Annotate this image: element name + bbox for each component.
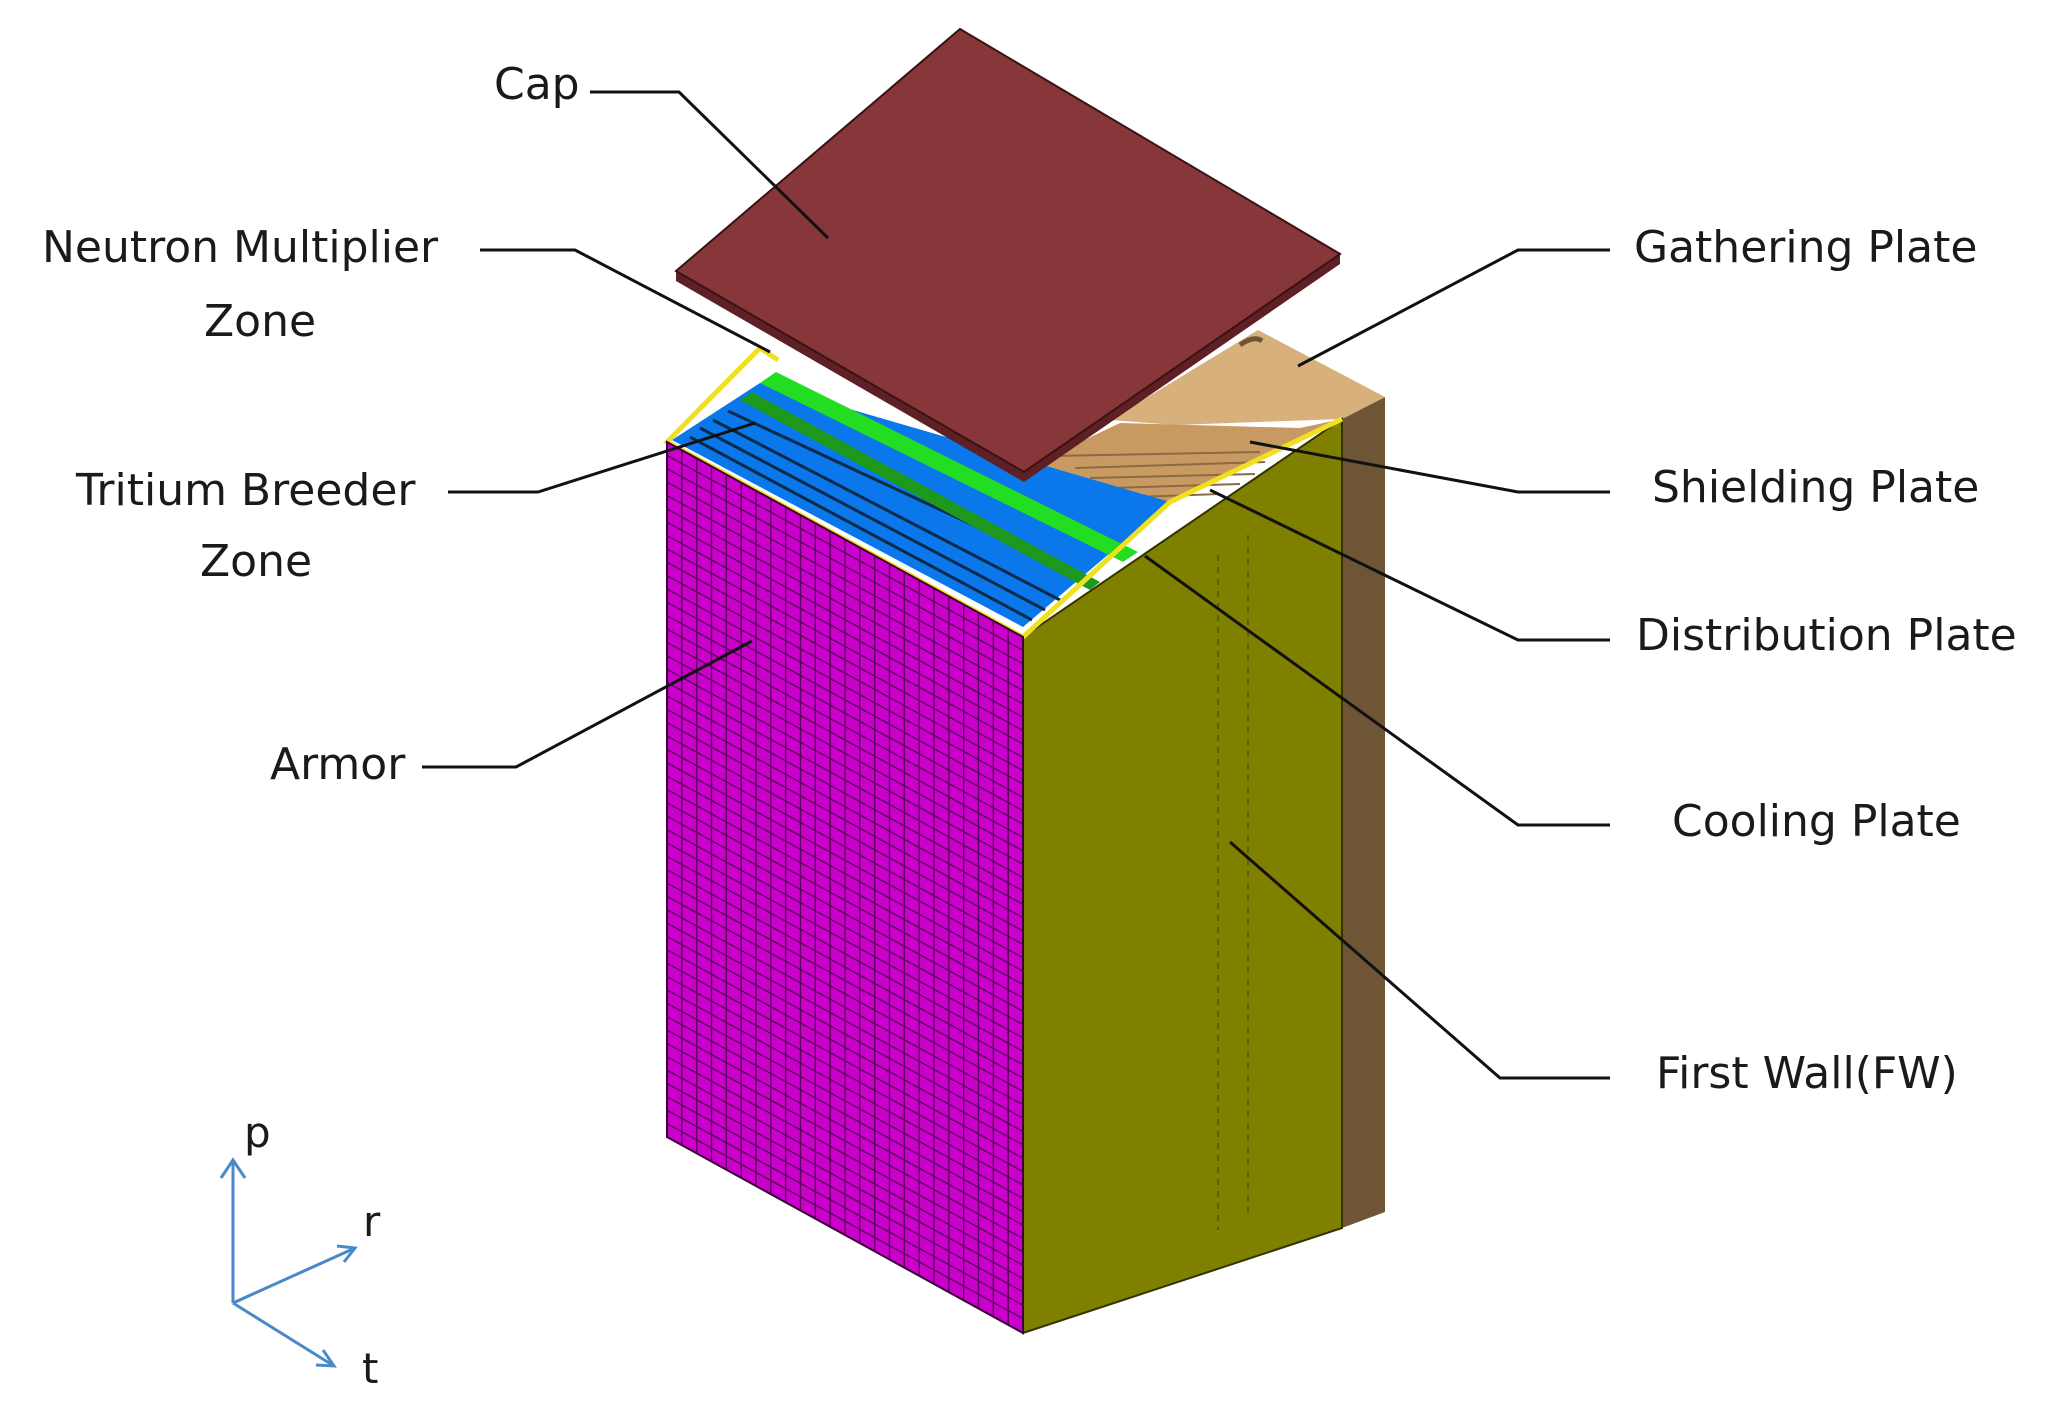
first-wall-cooling-channels: [1217, 535, 1249, 1230]
shielding-plate: [1028, 419, 1342, 502]
labels: Cap Neutron Multiplier Zone Tritium Bree…: [42, 59, 2017, 1099]
neutron-multiplier-zone: [760, 372, 1138, 562]
label-tritium-breeder-line1: Tritium Breeder: [75, 465, 416, 516]
label-distribution-plate: Distribution Plate: [1636, 610, 2017, 661]
cooling-plate-strip: [740, 392, 1100, 590]
leader-gathering-plate: [1297, 248, 1610, 368]
label-shielding-plate: Shielding Plate: [1652, 462, 1979, 513]
leader-neutron-multiplier: [480, 248, 771, 354]
label-first-wall: First Wall(FW): [1656, 1048, 1958, 1099]
leader-cap: [590, 90, 830, 240]
label-gathering-plate: Gathering Plate: [1634, 222, 1977, 273]
leader-lines: [422, 90, 1610, 1080]
axis-t-arrow-icon: [315, 1349, 337, 1368]
axis-p-arrow-icon: [219, 1157, 247, 1179]
axis-r-arrow-icon: [336, 1244, 358, 1263]
leader-armor: [422, 639, 753, 769]
axis-r-line: [232, 1246, 356, 1305]
first-wall-rim-outline-right: [1021, 416, 1344, 639]
armor-grid: [667, 450, 1023, 1324]
cap: [674, 27, 1342, 474]
coordinate-axes: p r t: [219, 1108, 381, 1393]
axis-label-p: p: [244, 1108, 271, 1157]
axis-label-r: r: [363, 1197, 381, 1246]
label-cap: Cap: [494, 59, 580, 110]
label-neutron-multiplier-line1: Neutron Multiplier: [42, 222, 439, 273]
leader-distribution-plate: [1209, 488, 1610, 642]
leader-tritium-breeder: [448, 421, 756, 494]
gathering-plate: [1110, 330, 1385, 425]
label-neutron-multiplier-line2: Zone: [204, 296, 316, 347]
axis-label-t: t: [362, 1344, 378, 1393]
gathering-plate-slot: [1238, 336, 1264, 348]
label-cooling-plate: Cooling Plate: [1672, 796, 1961, 847]
leader-shielding-plate: [1249, 440, 1610, 494]
leader-cooling-plate: [1144, 554, 1610, 827]
leader-first-wall: [1229, 840, 1610, 1080]
label-tritium-breeder-line2: Zone: [200, 536, 312, 587]
axis-t-line: [232, 1301, 335, 1368]
back-plate: [1342, 397, 1385, 1228]
label-armor: Armor: [270, 739, 406, 790]
